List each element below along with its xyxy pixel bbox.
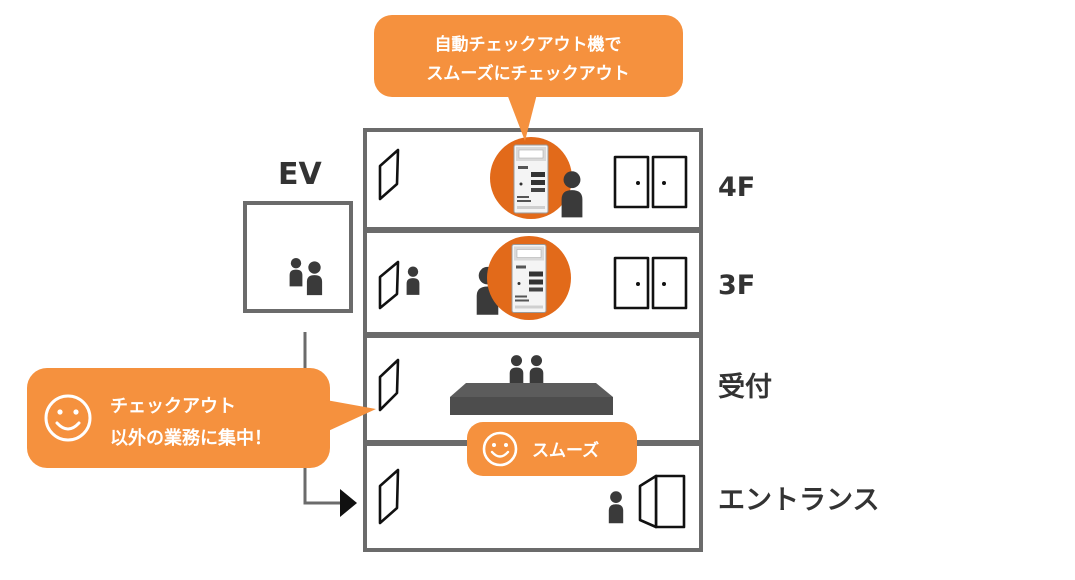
callout-line-2: 以外の業務に集中！ <box>110 427 272 449</box>
checkout-kiosk <box>490 137 572 219</box>
floor-label: 4F <box>718 172 755 203</box>
double-door-icon <box>613 256 688 310</box>
entrance-door-icon <box>638 474 686 529</box>
callout-smooth: スムーズ <box>467 422 637 476</box>
elevator-label: EV <box>278 157 322 192</box>
callout-smooth-label: スムーズ <box>532 440 599 461</box>
arrow-head-icon <box>340 489 357 517</box>
smiley-icon <box>44 394 92 442</box>
building: 4F 3F <box>363 128 879 552</box>
callout-auto-checkout: 自動チェックアウト機で スムーズにチェックアウト <box>374 15 683 141</box>
window-icon <box>378 260 400 310</box>
elevator: EV <box>243 157 353 313</box>
reception-counter <box>450 383 613 415</box>
callout-staff-focus: チェックアウト 以外の業務に集中！ <box>27 368 376 468</box>
floor-label: 受付 <box>718 371 772 403</box>
kiosk-icon <box>513 144 549 214</box>
double-door-icon <box>613 155 688 209</box>
person-icon <box>561 171 583 218</box>
person-icon <box>509 355 524 386</box>
checkout-kiosk <box>487 236 571 320</box>
smiley-icon <box>482 431 518 467</box>
floor-3f: 3F <box>363 229 755 336</box>
person-icon <box>608 491 624 524</box>
floor-label: エントランス <box>718 485 879 516</box>
callout-line-1: チェックアウト <box>110 396 236 417</box>
elevator-box <box>243 201 353 313</box>
person-icon <box>289 258 303 287</box>
kiosk-icon <box>511 243 547 314</box>
floor-4f: 4F <box>363 128 755 231</box>
window-icon <box>378 468 400 525</box>
person-icon <box>406 266 420 295</box>
window-icon <box>378 148 400 201</box>
window-icon <box>378 358 400 412</box>
callout-line-1: 自動チェックアウト機で <box>435 34 622 55</box>
person-icon <box>529 355 544 386</box>
callout-line-2: スムーズにチェックアウト <box>426 63 629 84</box>
floor-label: 3F <box>718 270 755 301</box>
person-icon <box>306 261 323 296</box>
